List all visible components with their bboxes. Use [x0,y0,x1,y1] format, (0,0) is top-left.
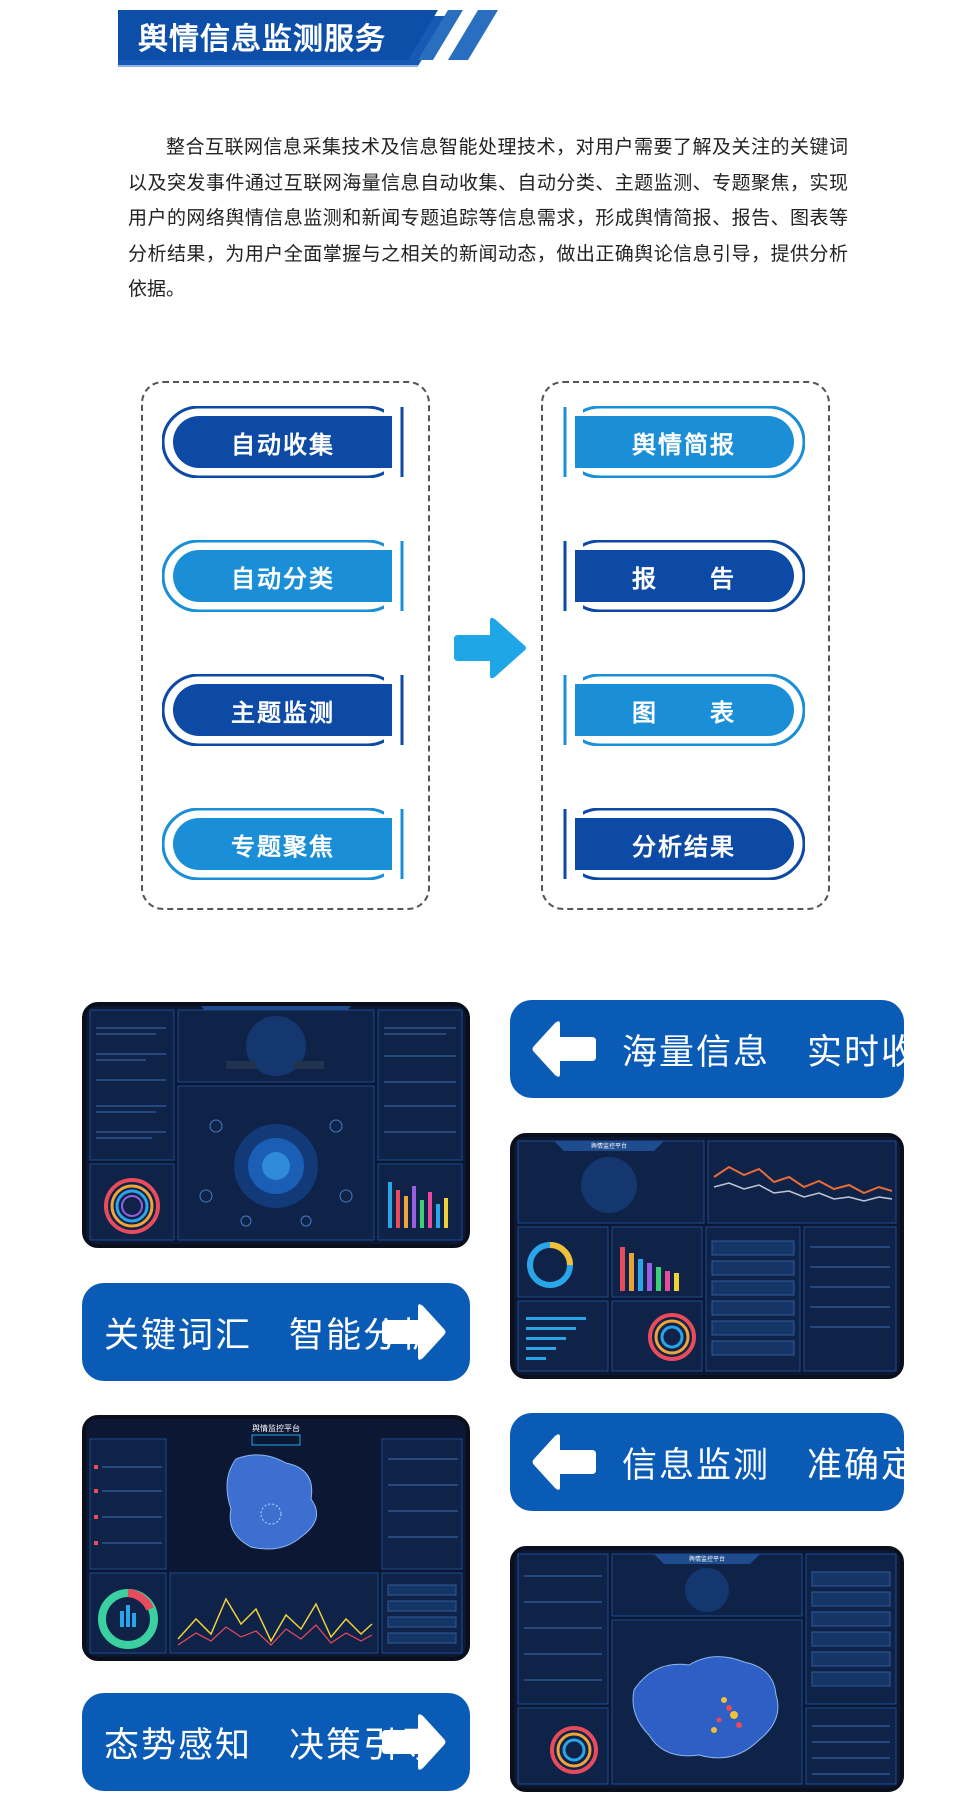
arrow-right-icon [454,617,526,679]
dashboard-screenshot-3: 舆情监控平台 [82,1415,470,1661]
pill-label: 自动收集 [231,430,335,459]
arrow-left-icon [532,1021,596,1077]
banner-massive-info: 海量信息 实时收集 [510,1000,953,1098]
arrow-right-icon [382,1304,446,1360]
intro-paragraph: 整合互联网信息采集技术及信息智能处理技术，对用户需要了解及关注的关键词以及突发事… [128,136,848,300]
svg-text:舆情监控平台: 舆情监控平台 [689,1555,725,1563]
pill-auto-classify: 自动分类 [162,540,404,612]
banner-keyword-analysis: 关键词汇 智能分析 [82,1283,470,1381]
pill-special-focus: 专题聚焦 [162,808,404,880]
banner-text: 海量信息 实时收集 [622,1032,956,1073]
pill-label: 自动分类 [231,564,335,593]
pill-label: 主题监测 [231,698,335,727]
pill-auto-collect: 自动收集 [162,406,404,478]
page-title: 舆情信息监测服务 [138,22,386,57]
banner-situation-decision: 态势感知 决策引导 [82,1693,470,1791]
title-banner [118,10,498,67]
source-group [141,381,430,910]
pill-label: 舆情简报 [632,430,736,459]
svg-text:舆情监控平台: 舆情监控平台 [591,1142,627,1150]
pill-label: 专题聚焦 [231,832,335,861]
pill-label: 报 告 [632,564,736,593]
banner-monitor-locate: 信息监测 准确定位 [510,1413,953,1511]
arrow-right-icon [382,1714,446,1770]
pill-label: 图 表 [632,698,736,727]
svg-text:舆情监控平台: 舆情监控平台 [252,1423,300,1433]
banner-text: 信息监测 准确定位 [622,1445,956,1486]
output-group [541,381,830,910]
pill-briefing: 舆情简报 [563,406,805,478]
dashboard-screenshot-2: 舆情监控平台 [510,1133,904,1379]
dashboard-screenshot-4: 舆情监控平台 [510,1546,904,1792]
pill-label: 分析结果 [632,832,736,861]
pill-topic-monitor: 主题监测 [162,674,404,746]
pill-analysis-result: 分析结果 [563,808,805,880]
banner-text: 态势感知 决策引导 [104,1725,438,1766]
banner-text: 关键词汇 智能分析 [104,1315,438,1356]
dashboard-screenshot-1: 舆情监控平台 [82,1002,470,1248]
pill-report: 报 告 [563,540,805,612]
pill-chart: 图 表 [563,674,805,746]
arrow-left-icon [532,1434,596,1490]
